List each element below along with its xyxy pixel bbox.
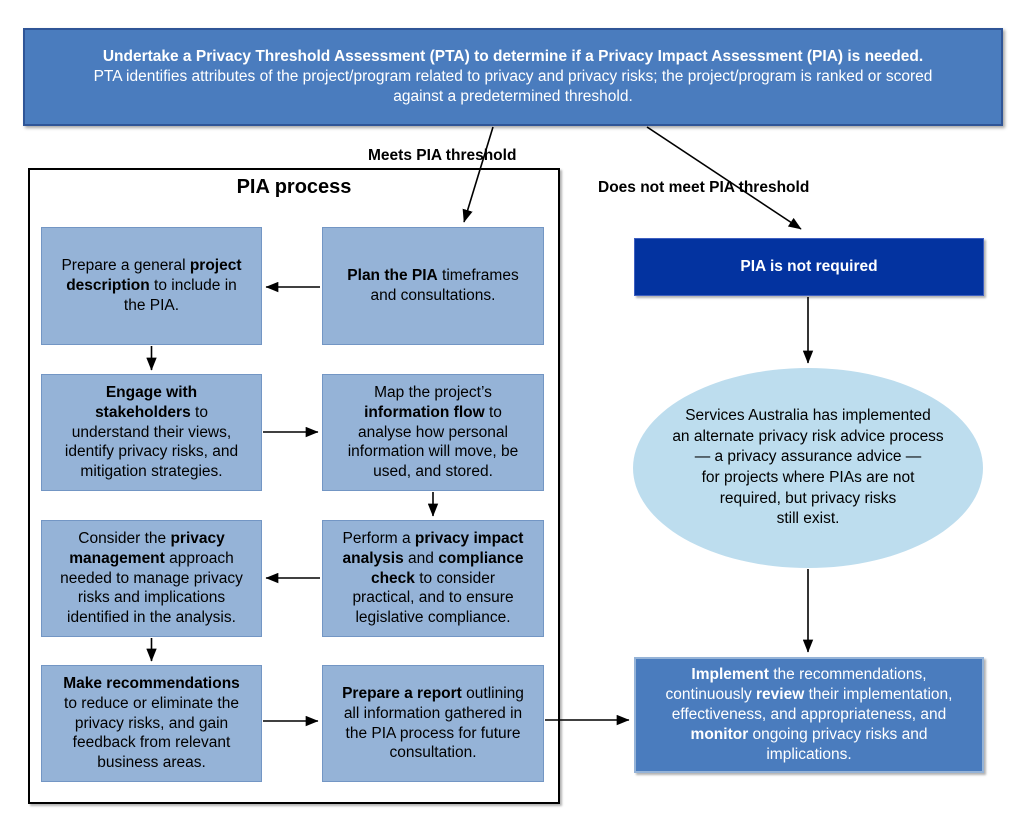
- process-box-engage-stakeholders-text: Engage with stakeholders to understand t…: [64, 383, 239, 481]
- process-box-prepare-description: Prepare a general project description to…: [41, 227, 262, 345]
- process-box-prepare-report: Prepare a report outlining all informati…: [322, 665, 544, 782]
- process-box-prepare-report-text: Prepare a report outlining all informati…: [342, 684, 524, 762]
- pia-not-required-text: PIA is not required: [740, 258, 878, 275]
- arrow-banner-to-not-required: [646, 126, 802, 230]
- process-box-prepare-description-text: Prepare a general project description to…: [61, 257, 242, 314]
- banner-line1: Undertake a Privacy Threshold Assessment…: [102, 48, 924, 66]
- process-box-map-information-flow: Map the project’s information flow to an…: [322, 374, 544, 491]
- process-box-impact-analysis-text: Perform a privacy impact analysis and co…: [342, 529, 524, 627]
- implement-recommendations-text: Implement the recommendations, continuou…: [665, 666, 953, 763]
- alternate-process-text: Services Australia has implemented an al…: [672, 407, 944, 528]
- banner-line2: PTA identifies attributes of the project…: [93, 68, 933, 105]
- alternate-process-ellipse: Services Australia has implemented an al…: [633, 368, 983, 568]
- process-box-impact-analysis: Perform a privacy impact analysis and co…: [322, 520, 544, 637]
- label-meets-pia-threshold: Meets PIA threshold: [368, 147, 517, 164]
- process-box-map-information-flow-text: Map the project’s information flow to an…: [347, 383, 519, 481]
- pta-banner: Undertake a Privacy Threshold Assessment…: [23, 28, 1003, 126]
- process-box-plan-pia: Plan the PIA timeframes and consultation…: [322, 227, 544, 345]
- implement-recommendations-box: Implement the recommendations, continuou…: [634, 657, 984, 773]
- pia-process-title: PIA process: [236, 176, 352, 198]
- label-does-not-meet-pia-threshold: Does not meet PIA threshold: [598, 179, 810, 196]
- process-box-make-recommendations-text: Make recommendations to reduce or elimin…: [63, 674, 240, 772]
- process-box-engage-stakeholders: Engage with stakeholders to understand t…: [41, 374, 262, 491]
- pia-process-frame: PIA process: [28, 168, 560, 804]
- process-box-plan-pia-text: Plan the PIA timeframes and consultation…: [347, 267, 519, 304]
- pia-not-required-box: PIA is not required: [634, 238, 984, 296]
- process-box-privacy-management: Consider the privacy management approach…: [41, 520, 262, 637]
- process-box-privacy-management-text: Consider the privacy management approach…: [60, 529, 243, 627]
- process-box-make-recommendations: Make recommendations to reduce or elimin…: [41, 665, 262, 782]
